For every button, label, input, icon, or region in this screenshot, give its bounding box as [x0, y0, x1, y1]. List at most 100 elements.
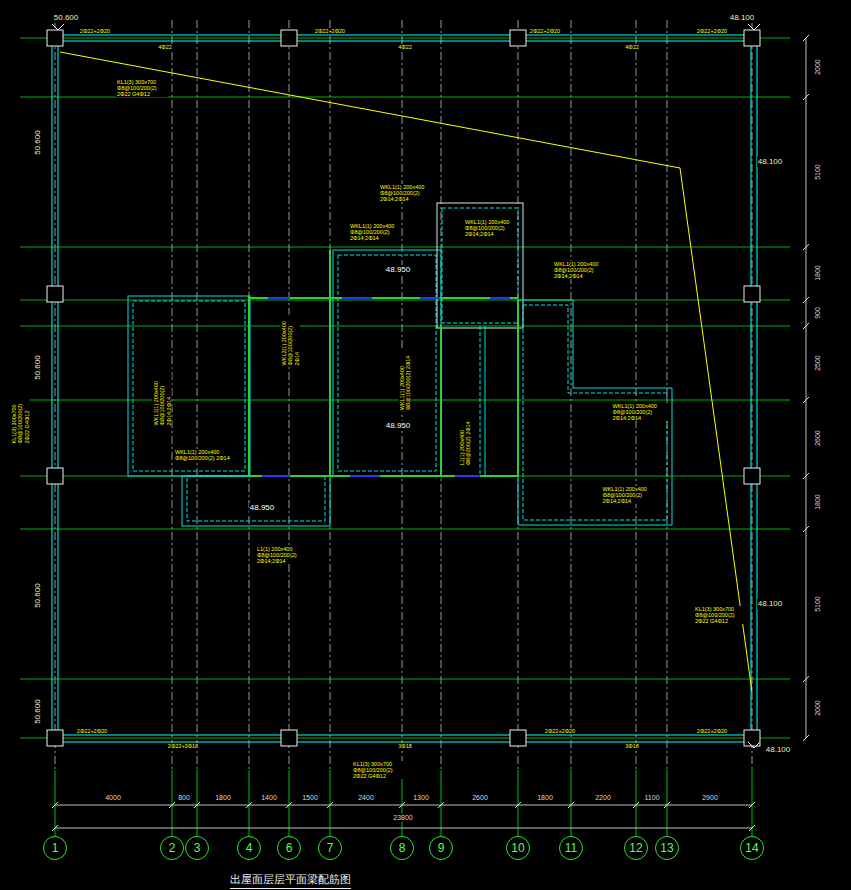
rebar-note: WKL1(1) 200x400 Φ8@100/200(2) 2Φ14 [174, 449, 236, 462]
grid-line [20, 529, 790, 530]
rebar-note: WKL1(1) 200x400 Φ8@100/200(2) 2Φ14;2Φ14 [602, 486, 659, 505]
rebar-note: KL1(3) 300x700 Φ8@100/200(2) 2Φ22 G4Φ12 [116, 79, 168, 98]
wall [329, 250, 331, 476]
dimension-text: 5100 [814, 163, 822, 181]
walls [249, 250, 518, 476]
elevation-text: 50.600 [32, 130, 41, 156]
column [744, 730, 760, 746]
dimension-line [55, 805, 752, 806]
dimension-text: 23800 [392, 814, 413, 822]
dimension-text: 1300 [412, 794, 430, 802]
axis-number: 1 [52, 842, 59, 854]
dimension-text: 1800 [214, 794, 232, 802]
axis-number: 13 [660, 842, 673, 854]
beam-outline [485, 326, 486, 476]
dimension-text: 1100 [643, 794, 660, 802]
axis-bubble: 8 [390, 836, 414, 860]
dimension-text: 1400 [260, 794, 278, 802]
dimension-text: 4000 [104, 794, 122, 802]
grid-line [752, 20, 753, 770]
rebar-note: WKL2(1) 200x400 Φ8@100/200(2) 2Φ14 [281, 314, 300, 366]
beam-outline [480, 326, 481, 476]
axis-number: 8 [399, 842, 406, 854]
frame-beam [52, 35, 757, 742]
axis-bubble: 6 [277, 836, 301, 860]
dimension-text: 1800 [536, 794, 554, 802]
grid-line [20, 247, 790, 248]
wall [248, 296, 250, 476]
rebar-note: 2Φ22+2Φ20 [76, 728, 108, 734]
grid-line [55, 20, 56, 770]
axis-bubble: 7 [318, 836, 342, 860]
rebar-note: 4Φ22 [397, 44, 413, 50]
column [47, 30, 63, 46]
rebar-note: 2Φ22+2Φ20 [696, 728, 728, 734]
dimension-line [806, 38, 807, 738]
rebar-note: WKL1(1) 200x400 Φ8@100/200(2) 2Φ14;2Φ14 [349, 223, 401, 242]
rebar-note: 4Φ22 [157, 44, 173, 50]
axis-number: 6 [286, 842, 293, 854]
dimension-text: 2500 [814, 354, 822, 372]
dimension-text: 1800 [814, 264, 822, 282]
column [281, 730, 297, 746]
grid-line [197, 20, 198, 770]
grid-line [20, 679, 790, 680]
elevation-text: 50.600 [32, 583, 41, 609]
elevation-text: 50.600 [32, 699, 41, 725]
dimension-text: 2600 [814, 429, 822, 447]
column [47, 468, 63, 484]
dimension-text: 2600 [471, 794, 489, 802]
elevation-text: 50.600 [53, 13, 79, 22]
opening-mark [262, 298, 510, 476]
axis-bubble: 14 [740, 836, 764, 860]
grid-line [20, 326, 790, 327]
rebar-note: 2Φ22+2Φ20 [544, 728, 576, 734]
dimension-text: 900 [814, 306, 822, 320]
axis-number: 10 [511, 842, 524, 854]
beam-outline [518, 300, 672, 525]
rebar-note: KL1(3) 300x700 Φ8@100/200(2) 2Φ22 G4Φ12 [694, 606, 746, 625]
rebar-note: 2Φ22+2Φ20 [529, 28, 561, 34]
wall [440, 326, 442, 476]
rebar-note: 4Φ22 [624, 44, 640, 50]
dimension-text: 2000 [814, 58, 822, 76]
rebar-note: WKL1(1) 200x400 Φ8@100/200(2) 2Φ14;2Φ14 [153, 364, 172, 426]
beam-outline [187, 476, 325, 521]
elevation-mark [52, 24, 760, 748]
grid-line [289, 20, 290, 770]
axis-bubble: 11 [559, 836, 583, 860]
rebar-note: WKL1(1) 200x400 Φ8@100/200(2) 2Φ14;2Φ14 [464, 219, 516, 238]
slope-line [60, 52, 752, 692]
beam-outline [442, 208, 518, 323]
columns [47, 30, 760, 746]
beam-outline [437, 203, 523, 328]
axis-number: 3 [194, 842, 201, 854]
rebar-note: WKL1(1) 200x400 Φ8@100/200(2) 2Φ14;2Φ14 [553, 261, 603, 280]
dimension-text: 800 [177, 794, 191, 802]
rebar-note: 2Φ22+2Φ20 [696, 28, 728, 34]
axis-bubble: 9 [429, 836, 453, 860]
axis-bubble: 10 [506, 836, 530, 860]
axis-number: 14 [745, 842, 758, 854]
drawing-title: 出屋面层层平面梁配筋图 [230, 872, 351, 889]
dimension-text: 2900 [701, 794, 719, 802]
beam-outline [182, 476, 330, 526]
rebar-note: KL1(3) 300x700 Φ8@100/200(2) 2Φ22 G4Φ12 [11, 392, 30, 444]
dimension-text: 1800 [814, 493, 822, 511]
column [510, 30, 526, 46]
grid-line [571, 20, 572, 770]
axis-bubble: 12 [624, 836, 648, 860]
axis-bubble: 1 [43, 836, 67, 860]
rebar-note: 3Φ18 [397, 743, 413, 749]
rebar-note: 2Φ22+2Φ20 [79, 28, 111, 34]
grid-line [20, 38, 790, 39]
grid-line [636, 20, 637, 770]
axis-number: 2 [169, 842, 176, 854]
column [47, 286, 63, 302]
grid-lines-vertical [55, 20, 752, 770]
rebar-note: L1(1) 200x400 Φ8@100/200(2) 2Φ14;2Φ14 [256, 546, 308, 565]
axis-bubble: 13 [655, 836, 679, 860]
dimension-text: 2400 [357, 794, 375, 802]
grid-line [518, 20, 519, 770]
axis-number: 12 [629, 842, 642, 854]
